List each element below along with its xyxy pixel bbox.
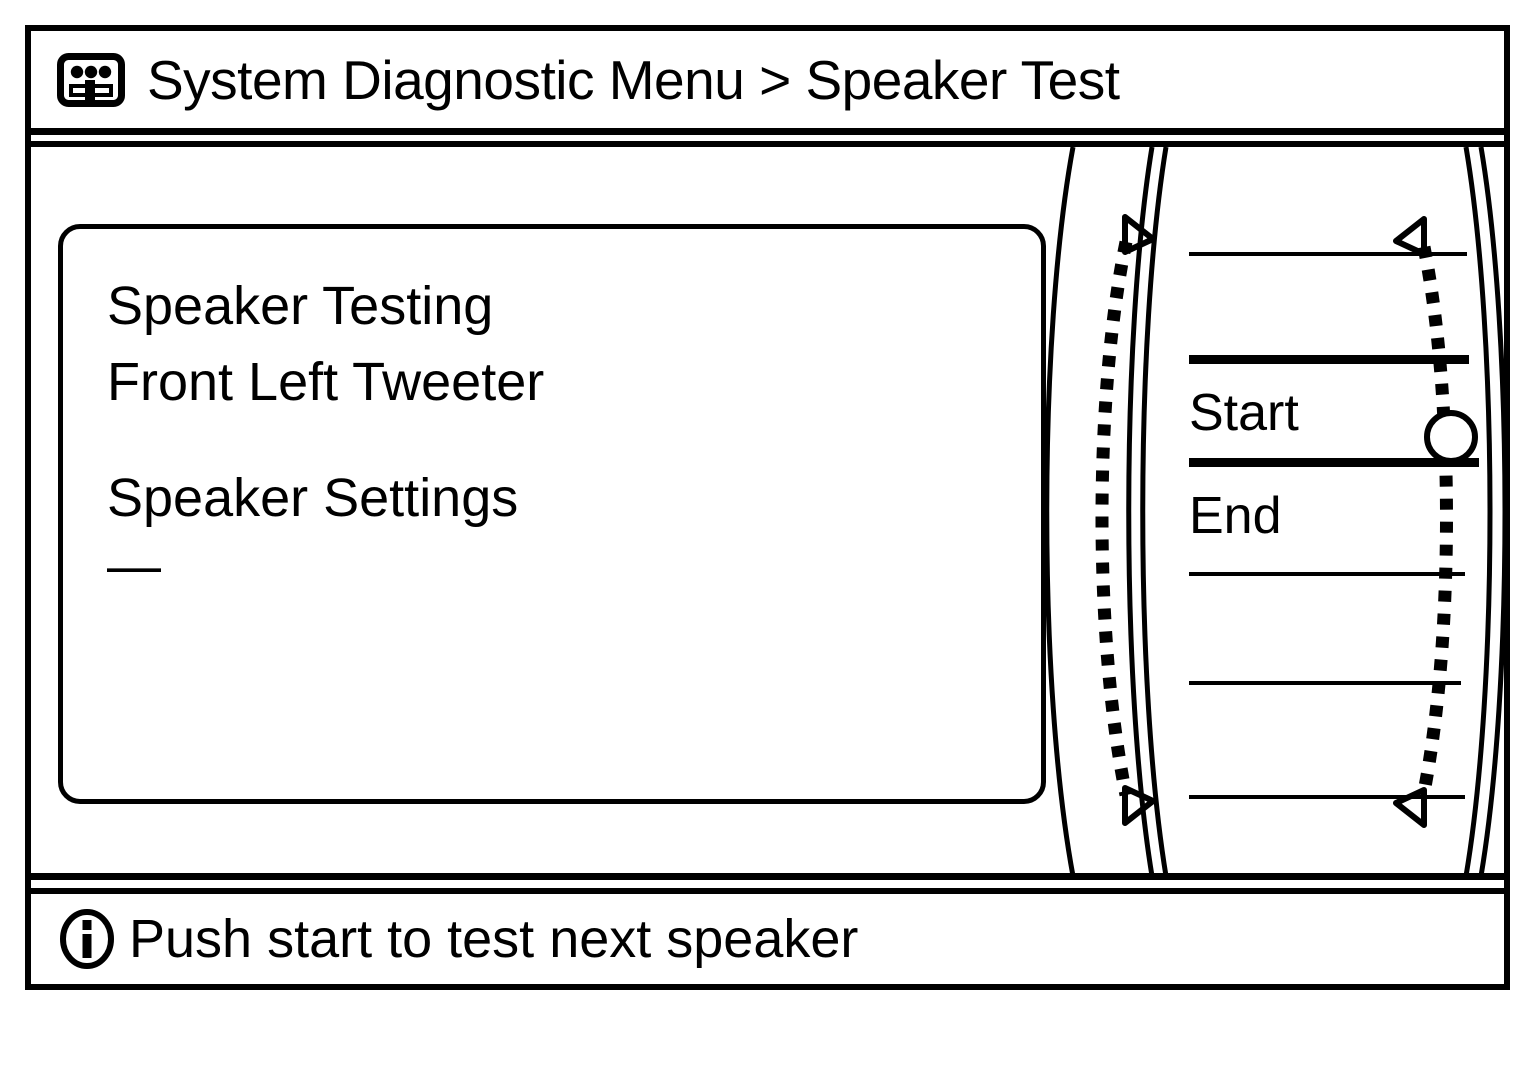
left-rail-outer-arc [1044,147,1076,876]
triangle-up-arrow-right [1393,216,1427,257]
menu-selection-divider-bottom [1189,458,1479,467]
menu-divider-3 [1189,681,1461,685]
menu-divider-2 [1189,572,1465,576]
right-rail-outer-arc-b [1478,147,1504,876]
status-heading: Speaker Testing [107,276,494,336]
speaker-settings-label: Speaker Settings [107,468,519,528]
current-speaker: Front Left Tweeter [107,352,545,412]
left-rail-inner-arc-a [1126,147,1155,876]
menu-item-start[interactable]: Start [1189,384,1299,442]
left-rail-tick-marks [1095,240,1133,797]
header-divider-top [31,128,1504,135]
status-message: Push start to test next speaker [129,909,859,969]
display-frame: System Diagnostic Menu > Speaker Test Sp… [25,25,1510,990]
footer-divider-top [31,873,1504,880]
right-rail-outer-arc-a [1463,147,1493,876]
content-area: Speaker Testing Front Left Tweeter Speak… [31,147,1504,876]
spacer [107,420,1007,460]
menu-item-end[interactable]: End [1189,487,1282,545]
header-bar: System Diagnostic Menu > Speaker Test [31,31,1504,128]
menu-divider-4 [1189,795,1465,799]
equalizer-diagnostic-icon [57,52,125,107]
menu-divider-1 [1189,252,1467,256]
menu-selection-divider-top [1189,355,1469,364]
status-bar: Push start to test next speaker [31,894,1504,984]
footer-divider-bottom [31,888,1504,894]
page-title: System Diagnostic Menu > Speaker Test [147,48,1120,111]
status-panel: Speaker Testing Front Left Tweeter Speak… [58,224,1046,804]
status-panel-text: Speaker Testing Front Left Tweeter Speak… [107,268,1007,596]
info-circle-icon [60,909,114,969]
header-divider-bottom [31,141,1504,147]
left-rail-inner-arc-b [1140,147,1169,876]
rotary-menu-list: Start End [1159,147,1479,876]
settings-value-placeholder: — [107,536,161,596]
